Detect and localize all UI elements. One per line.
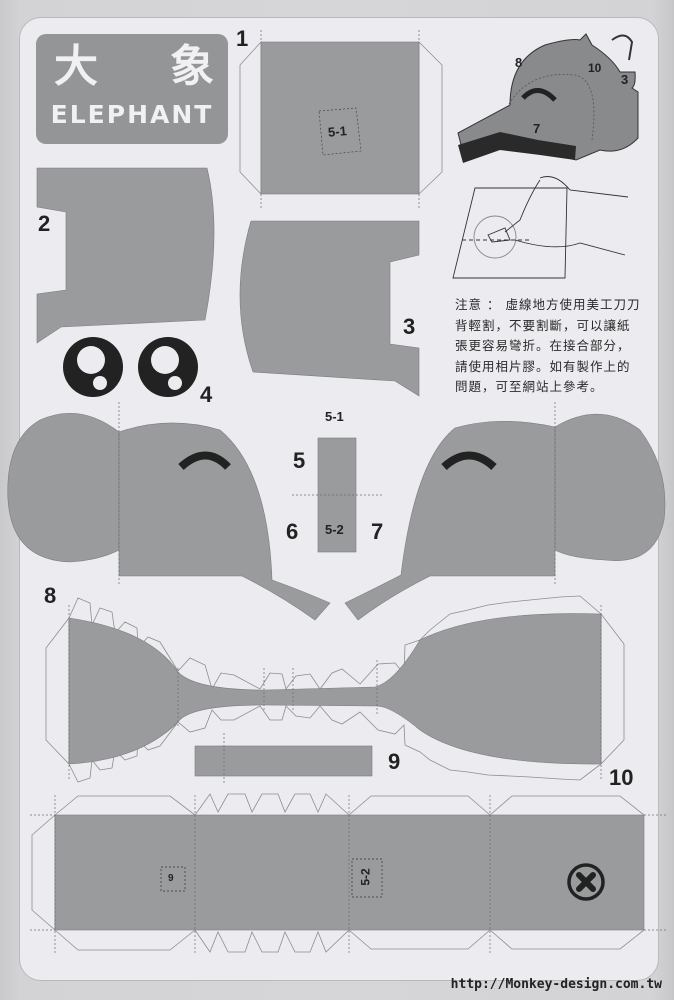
- piece-3: [239, 220, 420, 397]
- instruction-line: 請使用相片膠。如有製作上的: [455, 358, 631, 374]
- piece-2: [36, 167, 215, 344]
- piece-4-eyes: [63, 337, 198, 397]
- label-5-2-on-strip: 5-2: [358, 868, 373, 886]
- website-url[interactable]: http://Monkey-design.com.tw: [450, 977, 662, 992]
- title-badge: 大 象 ELEPHANT: [36, 34, 228, 144]
- piece-7-right-head: [344, 402, 666, 621]
- instruction-line: 背輕割，不要割斷，可以讓紙: [455, 317, 631, 333]
- piece-5: [292, 437, 382, 553]
- title-char-2: 象: [170, 41, 214, 92]
- label-9-on-strip: 9: [168, 873, 174, 884]
- assembled-preview-illustration: 8 10 3 7: [457, 33, 639, 163]
- title-char-1: 大: [54, 41, 98, 92]
- piece-number-5: 5: [293, 448, 306, 473]
- piece-number-4: 4: [200, 382, 213, 407]
- title-chinese: 大 象: [54, 42, 214, 92]
- piece-1: [239, 30, 443, 210]
- instructions-note: 注意 ： 虛線地方使用美工刀刀 背輕割，不要割斷，可以讓紙 張更容易彎折。在接合…: [455, 295, 655, 398]
- svg-text:10: 10: [588, 61, 602, 75]
- piece-number-9: 9: [388, 749, 401, 774]
- instruction-line: 張更容易彎折。在接合部分，: [455, 338, 631, 353]
- label-5-1: 5-1: [325, 409, 344, 424]
- title-english: ELEPHANT: [50, 100, 214, 129]
- instruction-line: 注意 ： 虛線地方使用美工刀刀: [455, 297, 641, 312]
- label-5-1-on-piece-1: 5-1: [327, 123, 348, 140]
- circle-x-icon: [567, 863, 605, 901]
- piece-8-body: [45, 595, 625, 783]
- piece-number-7: 7: [371, 519, 384, 544]
- piece-number-3: 3: [403, 314, 416, 339]
- instruction-line: 問題，可至網站上參考。: [455, 379, 604, 394]
- piece-6-left-head: [7, 402, 331, 621]
- svg-text:7: 7: [533, 121, 540, 136]
- label-5-2: 5-2: [325, 522, 344, 537]
- piece-bottom-strip: [30, 793, 668, 955]
- piece-number-6: 6: [286, 519, 299, 544]
- piece-number-1: 1: [236, 26, 249, 51]
- hand-cutting-icon: [452, 176, 629, 279]
- piece-9: [194, 733, 373, 785]
- piece-number-2: 2: [38, 211, 51, 236]
- piece-number-10: 10: [609, 765, 634, 790]
- svg-text:3: 3: [621, 72, 628, 87]
- svg-text:8: 8: [515, 55, 522, 70]
- piece-number-8: 8: [44, 583, 57, 608]
